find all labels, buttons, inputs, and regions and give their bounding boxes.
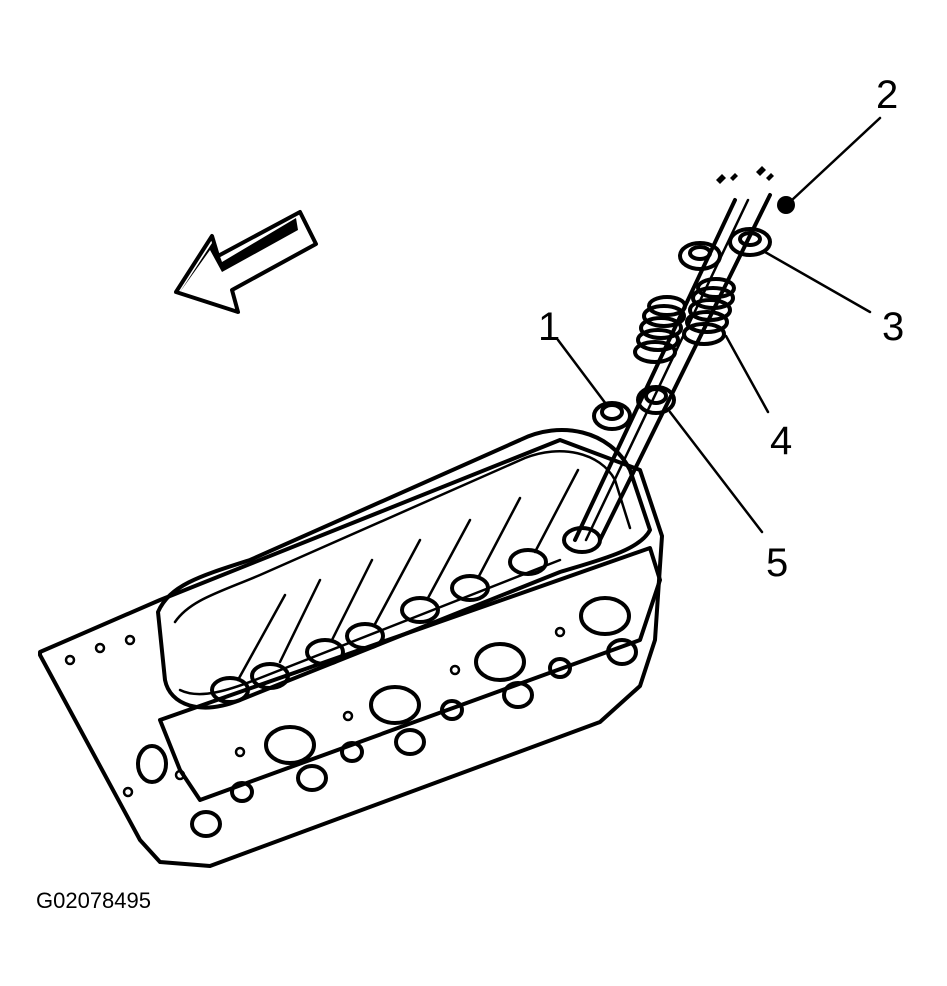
exploded-valve-assembly xyxy=(573,166,795,542)
valve-seal-part-right xyxy=(636,385,676,415)
exhaust-ports xyxy=(264,596,631,765)
head-outer-outline xyxy=(38,438,664,868)
installed-valve-pockets xyxy=(210,526,602,704)
callout-3: 3 xyxy=(882,305,904,349)
valve-spring-retainer-left xyxy=(678,241,722,271)
figure-id-label: G02078495 xyxy=(36,888,151,913)
valve-spring-retainer-right xyxy=(728,227,772,257)
rocker-rail xyxy=(156,428,652,710)
leader-2 xyxy=(790,116,882,202)
callout-labels: 1 2 3 4 5 xyxy=(538,73,904,585)
callout-leaders xyxy=(556,116,882,534)
valve-spring-left xyxy=(633,295,687,364)
leader-3 xyxy=(763,250,872,314)
cylinder-head xyxy=(38,428,664,868)
leader-4 xyxy=(724,334,770,414)
valve-spring-right xyxy=(682,277,736,346)
valve-seal-part xyxy=(592,401,632,431)
leader-1 xyxy=(556,338,608,406)
bolt-holes xyxy=(64,626,566,798)
callout-1: 1 xyxy=(538,305,560,349)
valve-keys xyxy=(716,166,795,214)
rocker-studs xyxy=(236,468,580,682)
spark-plug-bosses xyxy=(190,638,638,838)
leader-5 xyxy=(668,410,764,534)
callout-5: 5 xyxy=(766,541,788,585)
end-plug xyxy=(136,744,168,784)
callout-2: 2 xyxy=(876,73,898,117)
direction-arrow-icon xyxy=(174,210,318,314)
callout-4: 4 xyxy=(770,419,792,463)
